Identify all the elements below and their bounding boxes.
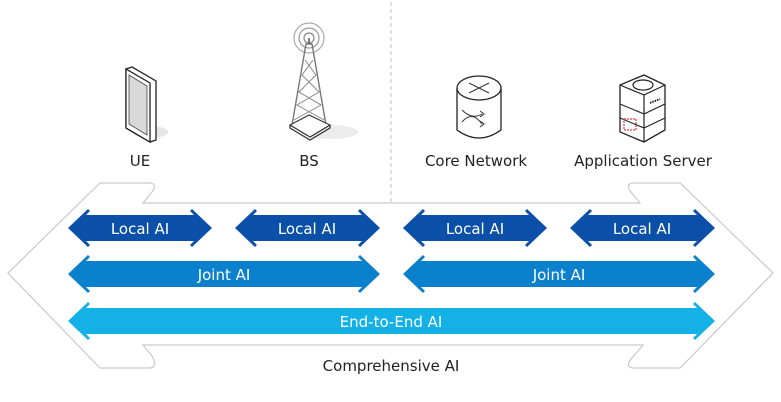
local-ai-label-4: Local AI — [613, 220, 671, 238]
smartphone-icon — [125, 66, 168, 144]
local-ai-arrow-2 — [235, 209, 380, 247]
local-ai-arrow-1 — [68, 209, 212, 247]
end-to-end-ai-arrow — [68, 302, 715, 340]
server-chip-icon — [619, 74, 666, 143]
local-ai-label-1: Local AI — [111, 220, 169, 238]
comprehensive-ai-label: Comprehensive AI — [323, 357, 460, 375]
arrow-layer — [68, 209, 715, 340]
local-ai-arrow-4 — [570, 209, 715, 247]
local-ai-label-3: Local AI — [446, 220, 504, 238]
router-cylinder-icon — [456, 75, 502, 139]
node-label-core-network: Core Network — [425, 152, 527, 170]
node-label-ue: UE — [130, 152, 150, 170]
end-to-end-ai-label: End-to-End AI — [340, 313, 443, 331]
joint-ai-label-2: Joint AI — [532, 266, 586, 284]
node-label-application-server: Application Server — [574, 152, 713, 170]
cell-tower-icon — [288, 22, 358, 141]
joint-ai-arrow-1 — [68, 255, 380, 293]
local-ai-arrow-3 — [403, 209, 547, 247]
joint-ai-arrow-2 — [403, 255, 715, 293]
node-label-bs: BS — [299, 152, 319, 170]
local-ai-label-2: Local AI — [278, 220, 336, 238]
joint-ai-label-1: Joint AI — [197, 266, 251, 284]
